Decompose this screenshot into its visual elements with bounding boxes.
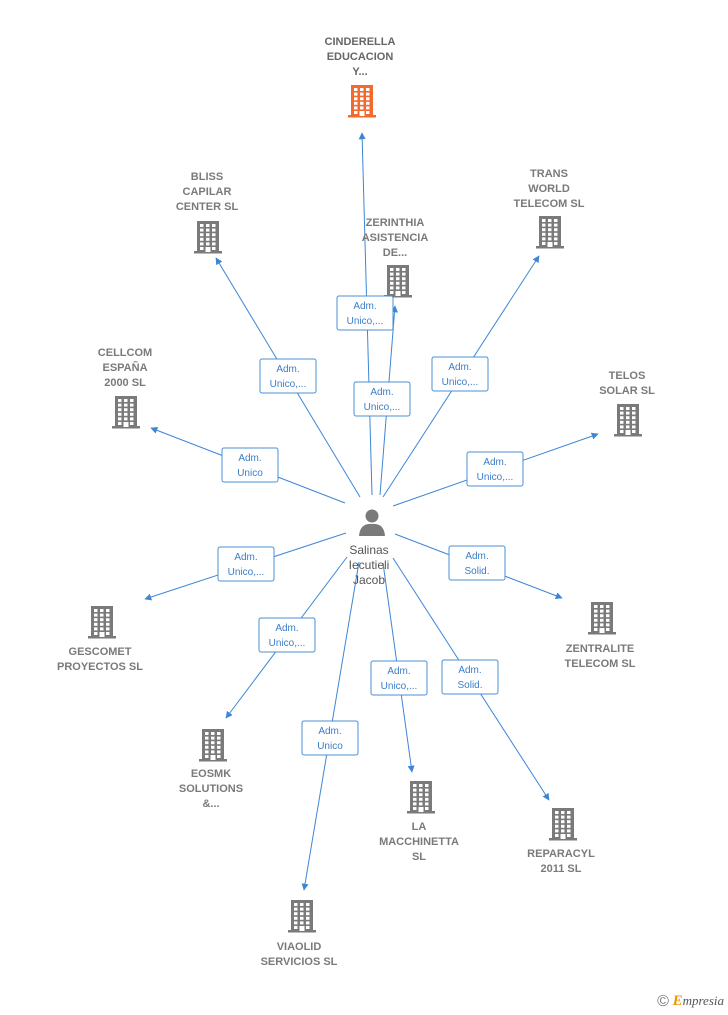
role-box-viaolid[interactable]: Adm. Unico xyxy=(301,720,359,756)
company-label-eosmk[interactable]: EOSMK xyxy=(191,768,231,780)
role-text-gescomet: Adm. xyxy=(234,552,257,563)
role-text-zentralite: Adm. xyxy=(465,551,488,562)
role-text-telos: Adm. xyxy=(483,457,506,468)
company-label-cellcom[interactable]: ESPAÑA xyxy=(102,361,147,374)
building-icon-gescomet[interactable] xyxy=(88,606,116,639)
company-label-reparacyl[interactable]: REPARACYL xyxy=(527,848,595,860)
building-icon-transworld[interactable] xyxy=(536,216,564,249)
company-label-telos[interactable]: TELOS xyxy=(609,370,646,382)
role-box-transworld[interactable]: Adm. Unico,... xyxy=(431,356,489,392)
role-text-bliss: Unico,... xyxy=(270,379,307,390)
role-text-transworld: Adm. xyxy=(448,362,471,373)
company-label-bliss[interactable]: BLISS xyxy=(191,171,223,183)
company-label-eosmk[interactable]: &... xyxy=(202,798,219,810)
role-box-zerinthia[interactable]: Adm. Unico,... xyxy=(353,381,411,417)
company-label-lamacchinetta[interactable]: SL xyxy=(412,851,426,863)
role-text-zentralite: Solid. xyxy=(464,566,489,577)
company-label-lamacchinetta[interactable]: MACCHINETTA xyxy=(379,836,459,848)
person-icon[interactable] xyxy=(359,509,385,537)
role-text-gescomet: Unico,... xyxy=(228,567,265,578)
company-label-transworld[interactable]: TELECOM SL xyxy=(514,198,585,210)
role-box-zentralite[interactable]: Adm. Solid. xyxy=(448,545,506,581)
role-box-bliss[interactable]: Adm. Unico,... xyxy=(259,358,317,394)
company-label-reparacyl[interactable]: 2011 SL xyxy=(541,863,582,875)
company-label-transworld[interactable]: WORLD xyxy=(528,183,570,195)
role-box-eosmk[interactable]: Adm. Unico,... xyxy=(258,617,316,653)
empresia-watermark: © Empresia xyxy=(657,993,724,1011)
role-text-telos: Unico,... xyxy=(477,472,514,483)
company-label-viaolid[interactable]: VIAOLID xyxy=(277,941,322,953)
role-text-lamacchinetta: Adm. xyxy=(387,666,410,677)
role-box-cellcom[interactable]: Adm. Unico xyxy=(221,447,279,483)
role-text-reparacyl: Solid. xyxy=(457,680,482,691)
person-name-line: Jacob xyxy=(353,573,385,587)
copyright-icon: © xyxy=(657,993,669,1010)
person-name-line: Salinas xyxy=(349,543,388,557)
company-label-cinderella[interactable]: Y... xyxy=(352,66,367,78)
company-label-cellcom[interactable]: CELLCOM xyxy=(98,347,152,359)
role-text-eosmk: Adm. xyxy=(275,623,298,634)
company-label-gescomet[interactable]: GESCOMET xyxy=(69,646,132,658)
company-label-lamacchinetta[interactable]: LA xyxy=(412,821,427,833)
company-label-eosmk[interactable]: SOLUTIONS xyxy=(179,783,243,795)
company-label-viaolid[interactable]: SERVICIOS SL xyxy=(261,956,338,968)
role-text-cinderella: Unico,... xyxy=(347,316,384,327)
nodes-layer: CINDERELLA EDUCACION Y... BLISS CAPILAR CENTE… xyxy=(57,36,655,968)
company-label-bliss[interactable]: CENTER SL xyxy=(176,201,239,213)
watermark-brand-rest: mpresia xyxy=(682,993,724,1008)
role-text-cellcom: Unico xyxy=(237,468,263,479)
company-label-cinderella[interactable]: CINDERELLA xyxy=(325,36,396,48)
role-box-cinderella[interactable]: Adm. Unico,... xyxy=(336,295,394,331)
roles-layer: Adm.Unico,...Adm.Unico,...Adm.Unico,...A… xyxy=(217,295,524,756)
company-label-transworld[interactable]: TRANS xyxy=(530,168,568,180)
watermark-brand-initial: E xyxy=(672,993,683,1009)
role-text-cellcom: Adm. xyxy=(238,453,261,464)
company-label-zerinthia[interactable]: ASISTENCIA xyxy=(362,232,429,244)
company-label-bliss[interactable]: CAPILAR xyxy=(183,186,232,198)
role-text-viaolid: Unico xyxy=(317,741,343,752)
role-text-eosmk: Unico,... xyxy=(269,638,306,649)
building-icon-bliss[interactable] xyxy=(194,221,222,254)
building-icon-lamacchinetta[interactable] xyxy=(407,781,435,814)
company-label-zerinthia[interactable]: ZERINTHIA xyxy=(366,217,425,229)
company-label-zerinthia[interactable]: DE... xyxy=(383,247,407,259)
building-icon-zentralite[interactable] xyxy=(588,602,616,635)
role-text-viaolid: Adm. xyxy=(318,726,341,737)
building-icon-telos[interactable] xyxy=(614,404,642,437)
building-icon-reparacyl[interactable] xyxy=(549,808,577,841)
building-icon-eosmk[interactable] xyxy=(199,729,227,762)
role-text-transworld: Unico,... xyxy=(442,377,479,388)
role-text-bliss: Adm. xyxy=(276,364,299,375)
company-label-zentralite[interactable]: ZENTRALITE xyxy=(566,643,634,655)
building-icon-zerinthia[interactable] xyxy=(384,265,412,298)
company-label-cellcom[interactable]: 2000 SL xyxy=(104,377,146,389)
company-label-cinderella[interactable]: EDUCACION xyxy=(327,51,394,63)
role-text-lamacchinetta: Unico,... xyxy=(381,681,418,692)
role-box-reparacyl[interactable]: Adm. Solid. xyxy=(441,659,499,695)
company-label-zentralite[interactable]: TELECOM SL xyxy=(565,658,636,670)
building-icon-cinderella[interactable] xyxy=(348,85,376,118)
role-box-lamacchinetta[interactable]: Adm. Unico,... xyxy=(370,660,428,696)
role-text-zerinthia: Unico,... xyxy=(364,402,401,413)
person-name-line: Iecutieli xyxy=(349,558,390,572)
building-icon-cellcom[interactable] xyxy=(112,396,140,429)
company-label-gescomet[interactable]: PROYECTOS SL xyxy=(57,661,143,673)
role-text-cinderella: Adm. xyxy=(353,301,376,312)
building-icon-viaolid[interactable] xyxy=(288,900,316,933)
role-box-gescomet[interactable]: Adm. Unico,... xyxy=(217,546,275,582)
company-label-telos[interactable]: SOLAR SL xyxy=(599,385,655,397)
role-text-reparacyl: Adm. xyxy=(458,665,481,676)
role-box-telos[interactable]: Adm. Unico,... xyxy=(466,451,524,487)
role-text-zerinthia: Adm. xyxy=(370,387,393,398)
